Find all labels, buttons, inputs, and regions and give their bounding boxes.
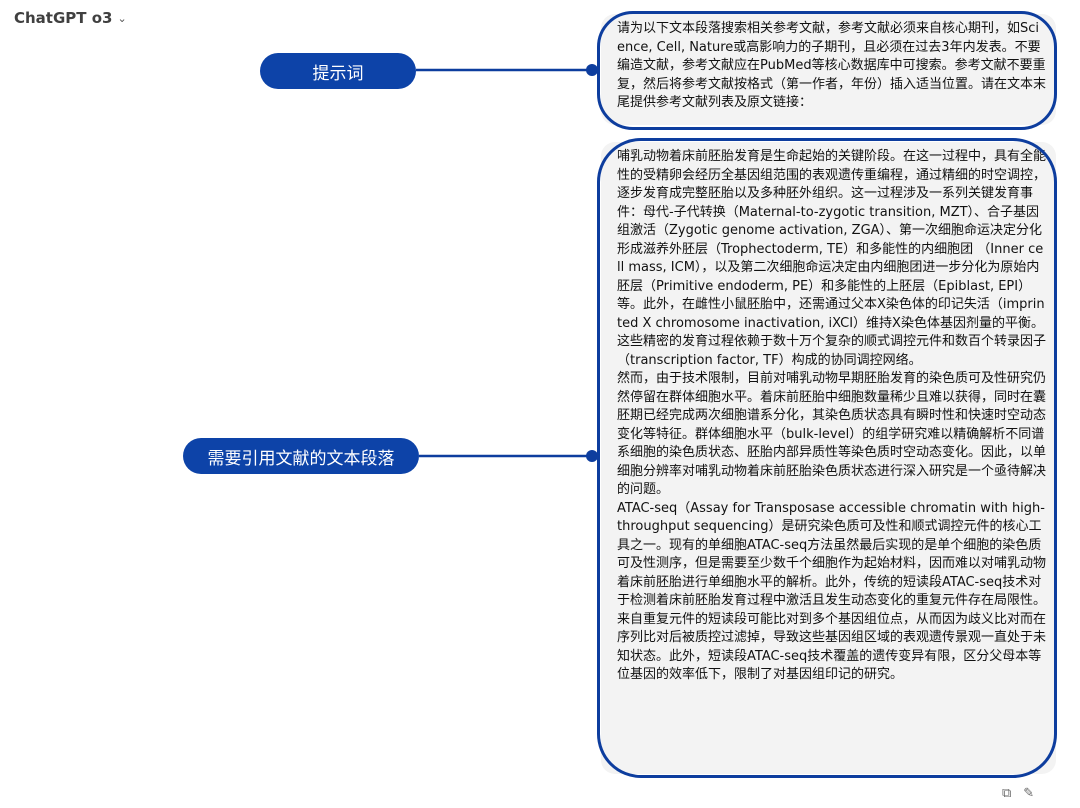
message-actions: ⧉ ✎ [1002,786,1034,801]
copy-icon[interactable]: ⧉ [1002,786,1012,801]
annotation-text-label: 需要引用文献的文本段落 [183,438,419,474]
edit-icon[interactable]: ✎ [1023,786,1035,801]
user-message-text: 哺乳动物着床前胚胎发育是生命起始的关键阶段。在这一过程中，具有全能性的受精卵会经… [601,142,1056,774]
connector-dot-prompt [586,64,598,76]
chevron-down-icon: ⌄ [117,11,127,25]
paragraph-1: 哺乳动物着床前胚胎发育是生命起始的关键阶段。在这一过程中，具有全能性的受精卵会经… [617,149,1047,368]
connector-dot-text [586,450,598,462]
model-name: ChatGPT o3 [14,9,113,27]
prompt-text: 请为以下文本段落搜索相关参考文献，参考文献必须来自核心期刊，如Science, … [617,21,1047,110]
annotation-prompt-label: 提示词 [260,53,416,89]
model-selector[interactable]: ChatGPT o3 ⌄ [14,9,127,27]
paragraph-2: 然而，由于技术限制，目前对哺乳动物早期胚胎发育的染色质可及性研究仍然停留在群体细… [617,371,1047,497]
user-message-prompt: 请为以下文本段落搜索相关参考文献，参考文献必须来自核心期刊，如Science, … [601,14,1056,125]
paragraph-3: ATAC-seq（Assay for Transposase accessibl… [617,500,1047,683]
